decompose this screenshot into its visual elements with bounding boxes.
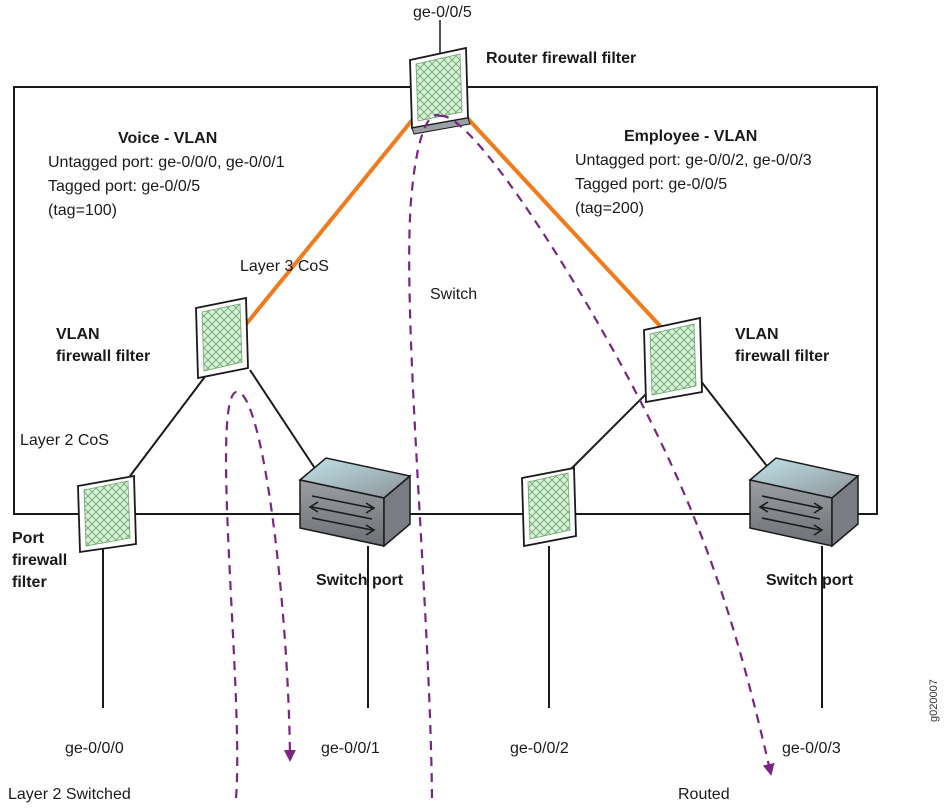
vlan-to-switch-left-link <box>249 369 317 471</box>
employee-trunk-line <box>456 106 664 330</box>
router-port-label: ge-0/0/5 <box>413 4 472 21</box>
port-firewall-filter-icon <box>77 474 137 554</box>
router-firewall-filter-icon <box>409 46 471 135</box>
employee-vlan-title: Employee - VLAN <box>624 128 758 145</box>
employee-vlan-firewall-filter-icon <box>643 316 703 404</box>
vlan-firewall-filter-left-label: VLAN firewall filter <box>56 326 151 365</box>
voice-vlan-tagged: Tagged port: ge-0/0/5 <box>48 178 201 195</box>
employee-vlan-untagged: Untagged port: ge-0/0/2, ge-0/0/3 <box>575 152 812 169</box>
routed-label: Routed <box>678 786 730 803</box>
switch-left-icon <box>298 457 412 548</box>
ge-0-0-2-port-filter-icon <box>521 466 577 548</box>
layer2-switched-flow <box>224 390 296 799</box>
switch-flow-left-leg <box>408 113 441 799</box>
vlan-to-switch-right-link <box>699 379 771 471</box>
switch-right-icon <box>748 457 860 548</box>
figure-code: g020007 <box>928 679 940 722</box>
voice-vlan-firewall-filter-icon <box>195 296 249 380</box>
port-ge-0-0-0: ge-0/0/0 <box>65 740 124 757</box>
switch-port-right-label: Switch port <box>766 572 854 589</box>
vlan-to-filter-ge2-link <box>559 379 661 481</box>
voice-vlan-tag: (tag=100) <box>48 202 117 219</box>
voice-vlan-title: Voice - VLAN <box>118 130 218 147</box>
layer3-cos-label: Layer 3 CoS <box>240 258 329 275</box>
employee-vlan-tagged: Tagged port: ge-0/0/5 <box>575 176 728 193</box>
router-firewall-filter-label: Router firewall filter <box>486 50 637 67</box>
layer2-cos-label: Layer 2 CoS <box>20 432 109 449</box>
routed-flow <box>439 114 775 776</box>
switch-port-left-label: Switch port <box>316 572 404 589</box>
switch-label: Switch <box>430 286 478 303</box>
port-ge-0-0-2: ge-0/0/2 <box>510 740 569 757</box>
employee-vlan-tag: (tag=200) <box>575 200 644 217</box>
layer2-switched-label: Layer 2 Switched <box>8 786 131 803</box>
vlan-firewall-filter-right-label: VLAN firewall filter <box>735 326 830 365</box>
voice-trunk-line <box>241 106 424 330</box>
port-ge-0-0-3: ge-0/0/3 <box>782 740 841 757</box>
port-firewall-filter-label: Port firewall filter <box>12 530 68 591</box>
port-ge-0-0-1: ge-0/0/1 <box>321 740 380 757</box>
vlan-to-port-filter-link <box>117 369 211 493</box>
voice-vlan-untagged: Untagged port: ge-0/0/0, ge-0/0/1 <box>48 154 285 171</box>
